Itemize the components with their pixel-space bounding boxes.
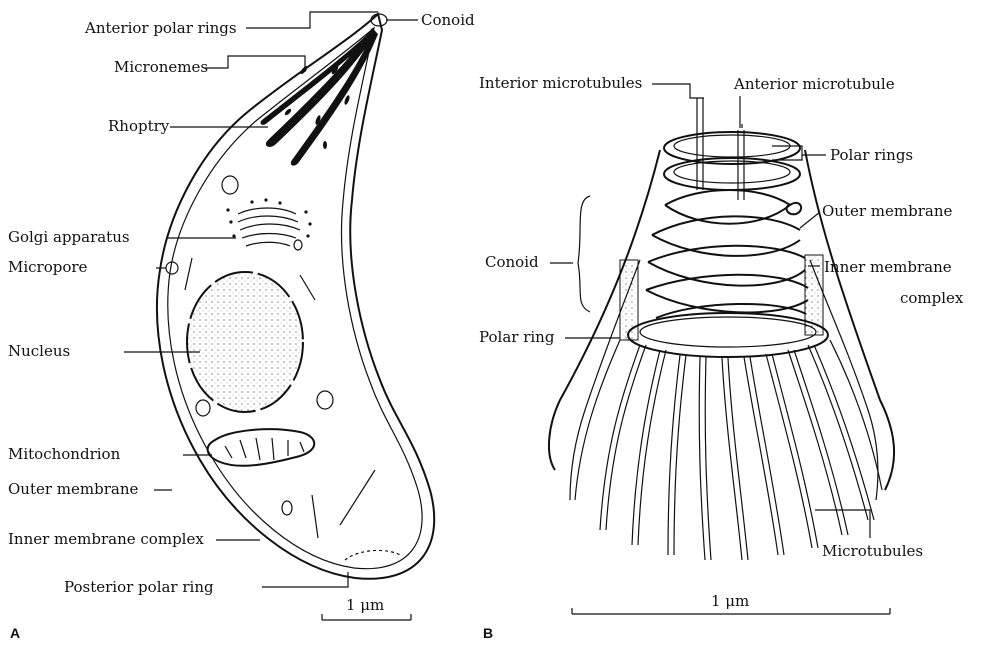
label-nucleus: Nucleus [8, 342, 70, 360]
label-conoid-a: Conoid [421, 11, 475, 29]
er-fragment [312, 495, 318, 538]
subpellicular-microtubules [575, 340, 882, 560]
vesicle [317, 391, 333, 409]
label-polar-ring-b: Polar ring [479, 328, 555, 346]
dense-granule [222, 176, 238, 194]
label-mitochondrion: Mitochondrion [8, 445, 121, 463]
mitochondrion [208, 429, 315, 466]
panel-label-b: B [483, 625, 493, 641]
dense-granule [294, 240, 302, 250]
rhoptry-shape-2 [291, 30, 378, 166]
label-outer-membrane-b: Outer membrane [822, 202, 953, 220]
polar-ring-lower-inner [640, 317, 816, 347]
label-anterior-microtubule: Anterior microtubule [733, 75, 895, 93]
label-anterior-polar-rings: Anterior polar rings [84, 19, 237, 37]
label-outer-membrane-a: Outer membrane [8, 480, 139, 498]
er-fragment [340, 470, 375, 525]
er-fragment [185, 258, 192, 290]
scale-label-a: 1 μm [346, 596, 384, 614]
conoid-coil-end [787, 203, 802, 214]
vesicle [196, 400, 210, 416]
nucleus [187, 272, 303, 412]
vesicle [282, 501, 292, 515]
panel-label-a: A [10, 625, 20, 641]
label-interior-microtubules: Interior microtubules [479, 74, 642, 92]
polar-ring-1 [664, 132, 800, 164]
label-inner-membrane-b-2: complex [900, 289, 964, 307]
panel-a-drawing [124, 12, 434, 620]
label-micropore: Micropore [8, 258, 88, 276]
membrane-hatch [620, 260, 638, 340]
label-posterior-polar-ring: Posterior polar ring [64, 578, 214, 596]
scale-bar-a [322, 614, 411, 620]
mitochondrion-cristae [225, 438, 304, 460]
scale-label-b: 1 μm [711, 592, 749, 610]
interior-microtubule [697, 98, 703, 190]
label-conoid-b: Conoid [485, 253, 539, 271]
label-microtubules: Microtubules [822, 542, 923, 560]
posterior-polar-ring [345, 550, 402, 560]
label-inner-membrane-b-1: Inner membrane [824, 258, 952, 276]
golgi-apparatus [238, 208, 300, 246]
label-rhoptry: Rhoptry [108, 117, 170, 135]
er-fragment [300, 275, 315, 300]
label-micronemes: Micronemes [114, 58, 208, 76]
label-golgi: Golgi apparatus [8, 228, 130, 246]
golgi-vesicles [226, 198, 311, 237]
polar-ring-2 [664, 158, 800, 190]
label-inner-membrane-complex-a: Inner membrane complex [8, 530, 204, 548]
label-polar-rings: Polar rings [830, 146, 913, 164]
polar-ring-lower [628, 313, 828, 357]
outer-membrane-cone [549, 150, 660, 470]
conoid-coil [646, 190, 808, 318]
